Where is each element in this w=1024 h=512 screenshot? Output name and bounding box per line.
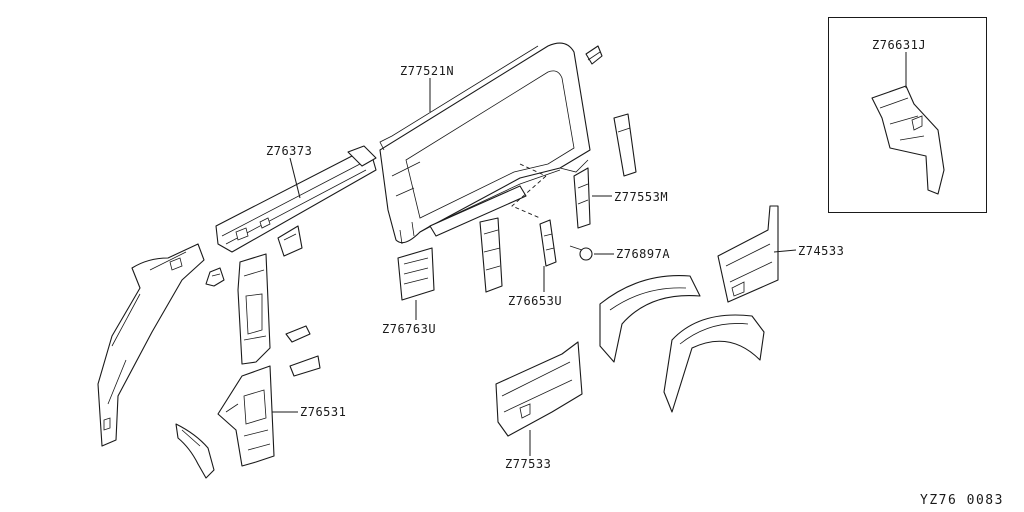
bracket-z76653u — [539, 219, 557, 267]
reference-code: YZ76 0083 — [920, 493, 1004, 508]
lower-panel-z77533 — [495, 341, 583, 437]
center-pillar-lower-part — [217, 365, 275, 467]
inset-part-z76631j — [871, 85, 945, 195]
label-z76531: Z76531 — [300, 405, 347, 419]
label-z77533: Z77533 — [505, 457, 552, 471]
roof-rail-part — [215, 145, 377, 253]
label-z74533: Z74533 — [798, 244, 845, 258]
wheel-arch-inner-front — [175, 423, 215, 479]
rear-panel-z74533 — [717, 205, 779, 303]
label-leaders — [272, 52, 907, 456]
label-z76373: Z76373 — [266, 144, 313, 158]
label-z77521n: Z77521N — [400, 64, 455, 78]
inner-panel-z76763u — [397, 247, 435, 301]
label-z77553m: Z77553M — [614, 190, 669, 204]
center-pillar-upper-part — [237, 253, 271, 365]
rear-pillar-z77553m — [573, 113, 637, 229]
label-z76897a: Z76897A — [616, 247, 671, 261]
label-z76631j: Z76631J — [872, 38, 927, 52]
clip-z76897a — [569, 245, 593, 261]
label-z76763u: Z76763U — [382, 322, 437, 336]
label-z76653u: Z76653U — [508, 294, 563, 308]
reinforcement-brackets — [277, 225, 321, 377]
inset-frame — [828, 17, 987, 213]
side-outer-panel — [379, 42, 591, 245]
small-bracket-part — [205, 267, 225, 287]
stiffener-part — [479, 217, 503, 293]
front-pillar-part — [97, 243, 205, 447]
rear-wheelhouse-outer — [599, 275, 701, 363]
dashed-leaders — [511, 163, 547, 219]
rear-wheelhouse-inner — [663, 314, 765, 413]
roof-clip-part — [585, 45, 603, 65]
